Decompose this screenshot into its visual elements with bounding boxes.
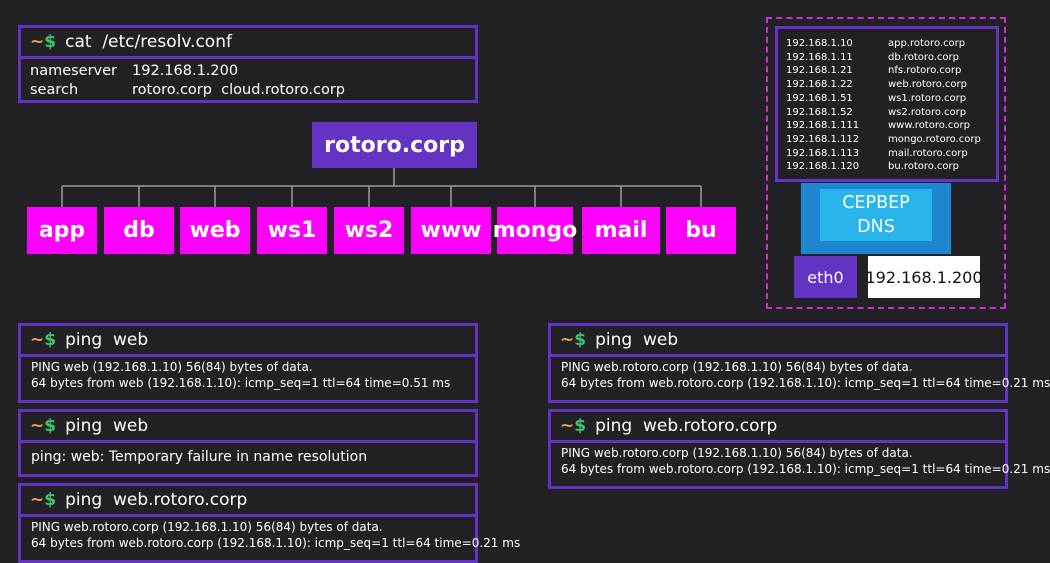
subdomain-db: db — [104, 207, 174, 254]
host-row: 192.168.1.51 ws1.rotoro.corp — [786, 92, 990, 106]
command-line: ~$ ping web.rotoro.corp — [21, 486, 475, 517]
command-text: ping web — [65, 416, 149, 436]
command-line: ~$ ping web.rotoro.corp — [551, 412, 1005, 443]
interface-label: eth0 — [794, 256, 857, 298]
host-ip: 192.168.1.52 — [786, 106, 853, 118]
command-output: ping: web: Temporary failure in name res… — [21, 443, 475, 466]
host-row: 192.168.1.113 mail.rotoro.corp — [786, 147, 990, 161]
host-row: 192.168.1.11 db.rotoro.corp — [786, 51, 990, 65]
prompt-tilde: ~ — [560, 416, 575, 436]
subdomain-app: app — [27, 207, 97, 254]
host-name: ws2.rotoro.corp — [888, 106, 967, 118]
command-line: ~$ ping web — [21, 412, 475, 443]
subdomain-ws2: ws2 — [334, 207, 404, 254]
search-value: rotoro.corp cloud.rotoro.corp — [132, 82, 345, 98]
ping-terminal: ~$ ping web PING web.rotoro.corp (192.168… — [548, 323, 1050, 403]
host-name: db.rotoro.corp — [888, 51, 960, 63]
nameserver-value: 192.168.1.200 — [132, 63, 239, 79]
ping-terminal: ~$ ping web PING web (192.168.1.10) 56(84… — [18, 323, 478, 403]
ping-terminal: ~$ ping web.rotoro.corp PING web.rotoro.c… — [548, 409, 1050, 489]
search-row: search rotoro.corp cloud.rotoro.corp — [30, 81, 466, 100]
output-line: PING web.rotoro.corp (192.168.1.10) 56(8… — [561, 446, 913, 460]
subdomain-web: web — [180, 207, 250, 254]
host-name: app.rotoro.corp — [888, 38, 966, 49]
host-ip: 192.168.1.113 — [786, 147, 860, 159]
host-row: 192.168.1.120 bu.rotoro.corp — [786, 160, 990, 174]
command-text: ping web — [65, 330, 149, 350]
subdomain-mail: mail — [582, 207, 660, 254]
prompt-tilde: ~ — [30, 330, 45, 350]
host-ip: 192.168.1.10 — [786, 38, 853, 49]
output-line: PING web.rotoro.corp (192.168.1.10) 56(8… — [31, 520, 383, 534]
command-output: PING web.rotoro.corp (192.168.1.10) 56(8… — [551, 357, 1050, 391]
resolv-terminal: ~$ cat /etc/resolv.conf nameserver 192.168… — [18, 25, 478, 103]
prompt-dollar: $ — [44, 490, 57, 510]
host-ip: 192.168.1.120 — [786, 161, 860, 173]
host-row: 192.168.1.10 app.rotoro.corp — [786, 37, 990, 51]
host-name: mongo.rotoro.corp — [888, 133, 981, 145]
host-name: ws1.rotoro.corp — [888, 92, 967, 104]
host-ip: 192.168.1.51 — [786, 92, 853, 104]
prompt-dollar: $ — [574, 416, 587, 436]
output-line: 64 bytes from web.rotoro.corp (192.168.1… — [561, 461, 1050, 476]
server-label-line1: СЕРВЕР — [842, 193, 910, 213]
server-label-line2: DNS — [857, 217, 895, 237]
host-ip: 192.168.1.22 — [786, 79, 853, 91]
command-output: PING web.rotoro.corp (192.168.1.10) 56(8… — [551, 443, 1050, 477]
host-name: web.rotoro.corp — [888, 79, 967, 91]
subdomain-bu: bu — [666, 207, 736, 254]
host-ip: 192.168.1.112 — [786, 133, 860, 145]
command-output: PING web.rotoro.corp (192.168.1.10) 56(8… — [21, 517, 521, 551]
prompt-dollar: $ — [44, 330, 57, 350]
output-line: 64 bytes from web.rotoro.corp (192.168.1… — [561, 375, 1050, 390]
ping-terminal: ~$ ping web ping: web: Temporary failure … — [18, 409, 478, 477]
host-ip: 192.168.1.11 — [786, 51, 853, 63]
prompt-dollar: $ — [44, 32, 57, 52]
prompt-dollar: $ — [574, 330, 587, 350]
host-row: 192.168.1.112 mongo.rotoro.corp — [786, 133, 990, 147]
command-line: ~$ ping web — [551, 326, 1005, 357]
prompt-tilde: ~ — [30, 32, 45, 52]
host-row: 192.168.1.21 nfs.rotoro.corp — [786, 64, 990, 78]
command-output: nameserver 192.168.1.200 search rotoro.cor… — [21, 59, 475, 103]
subdomain-mongo: mongo — [493, 207, 577, 254]
host-ip: 192.168.1.111 — [786, 120, 860, 132]
command-text: ping web.rotoro.corp — [65, 490, 248, 510]
host-name: bu.rotoro.corp — [888, 161, 960, 173]
command-output: PING web (192.168.1.10) 56(84) bytes of … — [21, 357, 475, 391]
nameserver-row: nameserver 192.168.1.200 — [30, 62, 466, 81]
host-name: www.rotoro.corp — [888, 120, 970, 132]
nameserver-key: nameserver — [30, 63, 118, 79]
host-ip: 192.168.1.21 — [786, 65, 853, 77]
hosts-table: 192.168.1.10 app.rotoro.corp 192.168.1.11… — [775, 26, 999, 182]
prompt-tilde: ~ — [30, 490, 45, 510]
command-text: ping web.rotoro.corp — [595, 416, 778, 436]
prompt-dollar: $ — [44, 416, 57, 436]
host-row: 192.168.1.52 ws2.rotoro.corp — [786, 106, 990, 120]
prompt-tilde: ~ — [30, 416, 45, 436]
command-line: ~$ cat /etc/resolv.conf — [21, 28, 475, 59]
host-row: 192.168.1.22 web.rotoro.corp — [786, 78, 990, 92]
prompt-tilde: ~ — [560, 330, 575, 350]
command-line: ~$ ping web — [21, 326, 475, 357]
subdomain-ws1: ws1 — [257, 207, 327, 254]
output-line: PING web (192.168.1.10) 56(84) bytes of … — [31, 360, 313, 374]
output-line: PING web.rotoro.corp (192.168.1.10) 56(8… — [561, 360, 913, 374]
output-line: ping: web: Temporary failure in name res… — [31, 449, 368, 465]
search-key: search — [30, 82, 79, 98]
ping-terminal: ~$ ping web.rotoro.corp PING web.rotoro.c… — [18, 483, 521, 563]
dns-server-frame — [766, 17, 1006, 309]
subdomain-www: www — [411, 207, 491, 254]
root-domain: rotoro.corp — [312, 122, 477, 168]
host-name: mail.rotoro.corp — [888, 147, 968, 159]
server-screen: СЕРВЕР DNS — [820, 189, 932, 241]
output-line: 64 bytes from web.rotoro.corp (192.168.1… — [31, 535, 521, 550]
host-name: nfs.rotoro.corp — [888, 65, 962, 77]
output-line: 64 bytes from web (192.168.1.10): icmp_s… — [31, 375, 451, 390]
server-ip: 192.168.1.200 — [865, 256, 983, 298]
command-text: cat /etc/resolv.conf — [65, 32, 232, 52]
host-row: 192.168.1.111 www.rotoro.corp — [786, 119, 990, 133]
command-text: ping web — [595, 330, 679, 350]
